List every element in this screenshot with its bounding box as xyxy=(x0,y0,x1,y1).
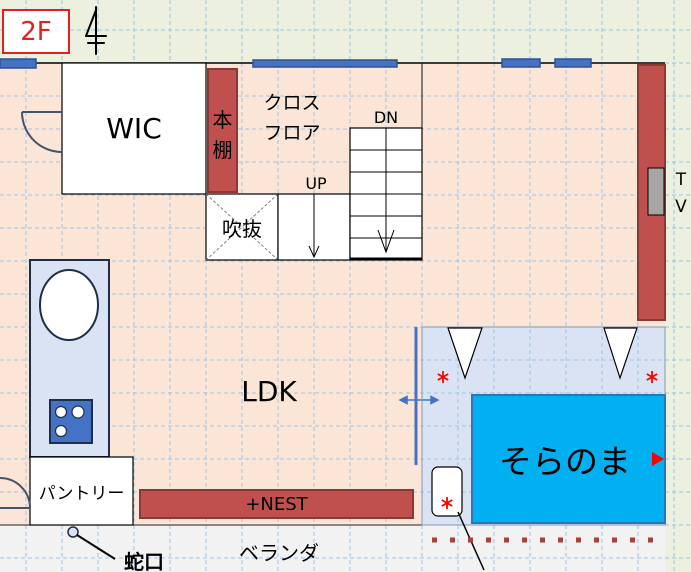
veranda-label: ベランダ xyxy=(239,541,319,565)
wic-label: WIC xyxy=(106,112,162,145)
ldk-label: LDK xyxy=(241,375,297,408)
stairs-down-label: DN xyxy=(373,108,399,127)
tv-label-bottom: V xyxy=(675,197,687,217)
nest-label: +NEST xyxy=(245,493,308,515)
asterisk-icon xyxy=(441,497,453,509)
bookshelf-label-bottom: 棚 xyxy=(212,137,233,162)
faucet-icon xyxy=(67,526,79,538)
void-label: 吹抜 xyxy=(222,216,262,241)
asterisk-icon xyxy=(437,371,449,383)
floor-level-label: 2F xyxy=(20,16,52,47)
wic-room xyxy=(61,62,207,195)
double-arrow-icon xyxy=(398,395,440,405)
triangle-right-icon xyxy=(652,452,664,466)
triangle-marker-icon xyxy=(447,327,483,380)
triangle-marker-icon xyxy=(603,327,638,380)
faucet-leader-line xyxy=(76,534,116,560)
door-swing-icon xyxy=(21,111,63,153)
arrow-down-icon xyxy=(377,229,395,254)
soranoma-room xyxy=(471,394,666,524)
window xyxy=(252,59,398,68)
soranoma-label: そらのま xyxy=(499,442,631,481)
stairs-up-label: UP xyxy=(305,174,327,193)
pantry-label: パントリー xyxy=(38,483,125,504)
door-swing-icon xyxy=(0,477,31,509)
bookshelf xyxy=(207,68,238,193)
window xyxy=(0,58,37,69)
pantry-room xyxy=(29,456,134,526)
veranda-area xyxy=(0,525,665,572)
floor-level-badge: 2F xyxy=(2,9,70,54)
cross-floor-label-line1: クロス xyxy=(263,92,321,114)
tv-label-top: T xyxy=(675,170,687,190)
stairs-down xyxy=(349,127,423,261)
nest-label-box: +NEST xyxy=(140,490,413,518)
pantry-label-box: パントリー xyxy=(30,457,133,525)
void-area xyxy=(205,193,279,261)
tv-icon xyxy=(647,167,665,216)
bookshelf-label-top: 本 xyxy=(212,107,233,132)
north-arrow-icon xyxy=(85,6,107,55)
cross-floor-label-line2: フロア xyxy=(263,122,321,144)
bookshelf-label-box: 本 棚 xyxy=(208,69,237,192)
sink xyxy=(39,269,99,341)
stairs-up xyxy=(277,193,351,261)
small-fixture xyxy=(431,466,463,517)
arrow-down-icon xyxy=(308,245,320,259)
stove-icon xyxy=(49,399,93,444)
wic-label-box: WIC xyxy=(62,63,206,194)
window xyxy=(554,58,592,68)
void-label-box: 吹抜 xyxy=(206,194,278,260)
window xyxy=(501,58,541,68)
asterisk-icon xyxy=(646,371,658,383)
nest-shelf xyxy=(139,489,414,519)
soranoma-label-box: そらのま xyxy=(472,395,658,523)
faucet-label: 蛇口 xyxy=(124,550,164,572)
